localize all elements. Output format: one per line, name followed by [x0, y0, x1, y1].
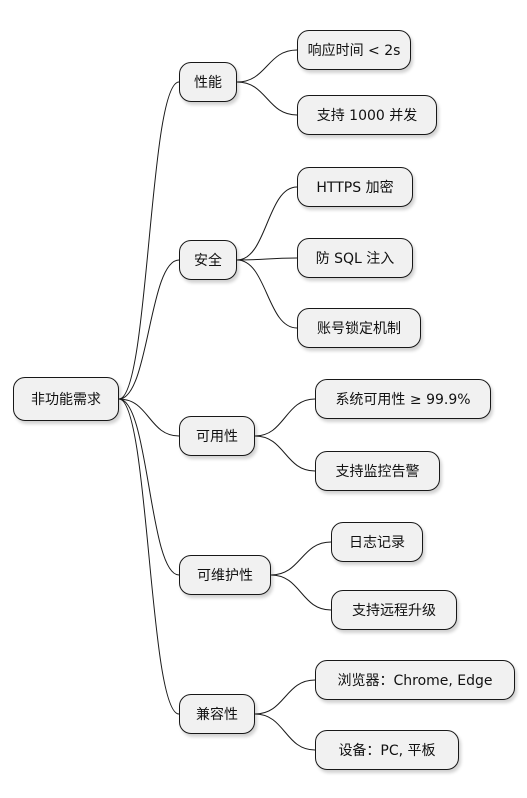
connector-branch-node-availability-to-leaf-node-monitoring [254, 435, 316, 472]
connector-root-to-branch-node-availability [118, 398, 180, 437]
leaf-node-remote-upgrade: 支持远程升级 [331, 590, 457, 630]
leaf-node-monitoring: 支持监控告警 [315, 451, 440, 491]
leaf-node-uptime: 系统可用性 ≥ 99.9% [315, 379, 491, 419]
root-node: 非功能需求 [13, 377, 119, 421]
leaf-node-account-lock: 账号锁定机制 [297, 308, 421, 348]
connector-branch-node-security-to-leaf-node-account-lock [236, 259, 298, 329]
branch-node-availability: 可用性 [179, 416, 255, 456]
connector-branch-node-security-to-leaf-node-sql-injection [236, 257, 298, 261]
branch-node-maintainability: 可维护性 [179, 555, 271, 595]
leaf-node-browser: 浏览器：Chrome, Edge [315, 660, 515, 700]
leaf-node-logging: 日志记录 [331, 522, 423, 562]
connector-branch-node-security-to-leaf-node-https [236, 186, 298, 261]
leaf-node-concurrency: 支持 1000 并发 [297, 95, 437, 135]
leaf-node-sql-injection: 防 SQL 注入 [297, 238, 413, 278]
leaf-node-https: HTTPS 加密 [297, 167, 413, 207]
connector-root-to-branch-node-security [118, 259, 180, 400]
branch-node-compatibility: 兼容性 [179, 694, 255, 734]
connector-branch-node-compatibility-to-leaf-node-device [254, 713, 316, 751]
connector-root-to-branch-node-compatibility [118, 398, 180, 715]
branch-node-security: 安全 [179, 240, 237, 280]
connector-branch-node-compatibility-to-leaf-node-browser [254, 679, 316, 715]
connector-branch-node-maintainability-to-leaf-node-remote-upgrade [270, 574, 332, 611]
connector-root-to-branch-node-performance [118, 81, 180, 400]
leaf-node-response-time: 响应时间 < 2s [297, 30, 411, 70]
connector-branch-node-performance-to-leaf-node-response-time [236, 49, 298, 83]
connector-branch-node-performance-to-leaf-node-concurrency [236, 81, 298, 116]
branch-node-performance: 性能 [179, 62, 237, 102]
connector-root-to-branch-node-maintainability [118, 398, 180, 576]
connector-branch-node-maintainability-to-leaf-node-logging [270, 541, 332, 576]
connector-branch-node-availability-to-leaf-node-uptime [254, 398, 316, 437]
leaf-node-device: 设备：PC, 平板 [315, 730, 459, 770]
